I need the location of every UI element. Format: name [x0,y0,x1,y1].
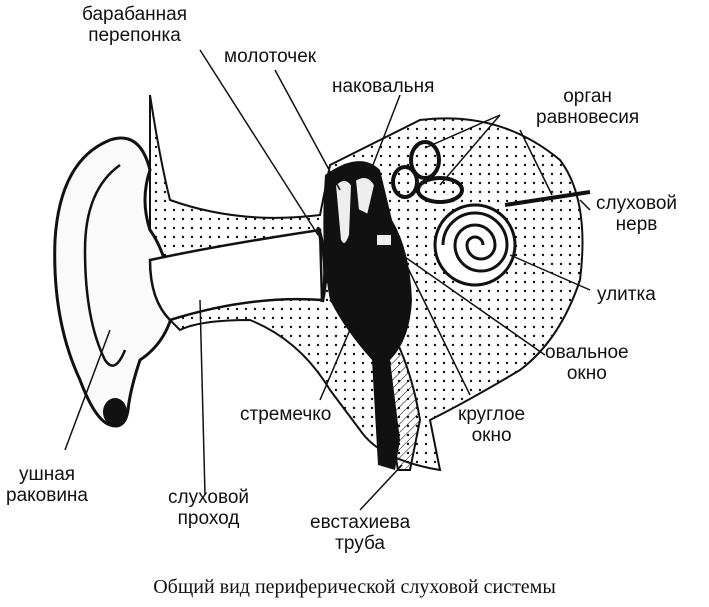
label-stapes: стремечко [240,404,332,425]
cochlea [433,203,517,287]
ear-canal-shape [148,228,324,322]
auricle-fold [83,163,127,367]
figure-caption: Общий вид периферической слуховой систем… [153,576,556,598]
eardrum [316,227,328,303]
auricle [53,136,177,428]
incus [353,175,377,217]
eustachian-tube-shape [329,299,422,471]
auditory-nerve [504,190,591,207]
label-malleus: молоточек [224,46,317,67]
semicircular-canals [391,140,464,204]
label-incus: наковальня [332,76,435,97]
leader-lines [64,49,591,511]
label-cochlea: улитка [597,284,656,305]
earlobe [103,398,127,426]
ear-anatomy-illustration [53,49,591,511]
malleus [333,179,354,245]
stapes [375,233,393,247]
